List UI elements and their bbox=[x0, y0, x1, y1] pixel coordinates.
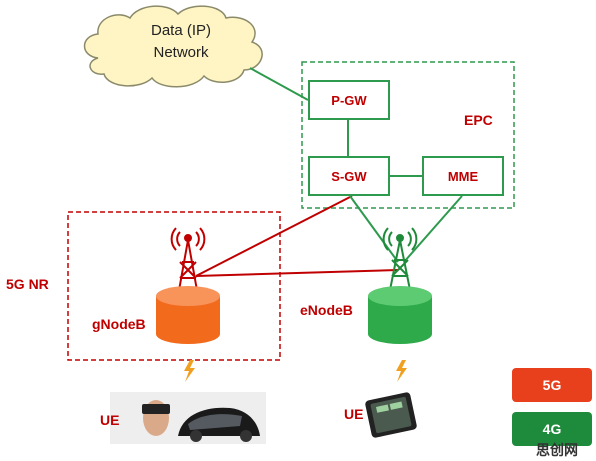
ue-label-right: UE bbox=[344, 406, 363, 422]
epc-label: EPC bbox=[464, 112, 493, 128]
sgw-node: S-GW bbox=[308, 156, 390, 196]
sgw-gnodeb-link bbox=[196, 196, 352, 276]
cloud-label-line2: Network bbox=[136, 44, 226, 61]
ue-label-left: UE bbox=[100, 412, 119, 428]
legend-5g-badge: 5G bbox=[512, 368, 592, 402]
sgw-enodeb-link bbox=[350, 196, 398, 262]
cloud-pgw-link bbox=[250, 68, 308, 100]
lightning-bolt-icon bbox=[396, 360, 407, 382]
gnodeb-label: gNodeB bbox=[92, 316, 146, 332]
enodeb-tower-icon bbox=[384, 228, 417, 290]
lightning-bolt-icon bbox=[184, 360, 195, 382]
enodeb-label: eNodeB bbox=[300, 302, 353, 318]
gnodeb-tower-icon bbox=[172, 228, 205, 296]
gnodeb-enodeb-link bbox=[196, 270, 398, 276]
cloud-label-line1: Data (IP) bbox=[136, 22, 226, 39]
mme-node: MME bbox=[422, 156, 504, 196]
nr-label: 5G NR bbox=[6, 276, 49, 292]
watermark-text: 思创网 bbox=[536, 440, 578, 460]
gnodeb-cylinder bbox=[156, 286, 220, 344]
enodeb-cylinder bbox=[368, 286, 432, 344]
ue-smartphone-image bbox=[365, 392, 418, 439]
pgw-node: P-GW bbox=[308, 80, 390, 120]
ue-vr-car-image bbox=[110, 392, 266, 444]
